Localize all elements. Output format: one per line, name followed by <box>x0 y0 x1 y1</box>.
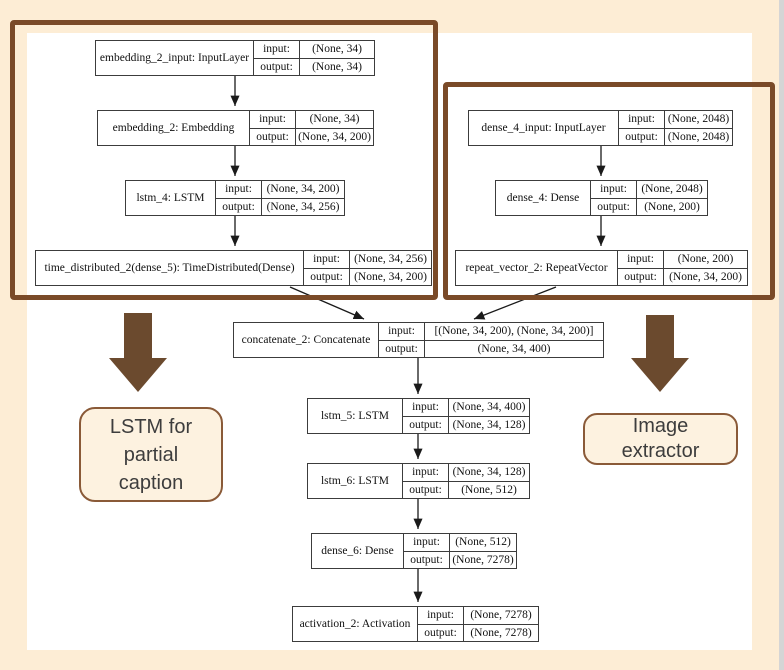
output-label: output: <box>403 416 449 433</box>
node-embedding-2: embedding_2: Embedding input: (None, 34) … <box>97 110 374 146</box>
output-shape: (None, 7278) <box>452 553 514 566</box>
shape-table: input: (None, 512) output:(None, 7278) <box>404 534 516 568</box>
input-shape: (None, 34, 400) <box>452 401 526 414</box>
layer-name: dense_4_input: InputLayer <box>469 111 619 145</box>
output-shape: (None, 34, 200) <box>669 270 742 283</box>
node-concatenate-2: concatenate_2: Concatenate input: [(None,… <box>233 322 604 358</box>
shape-table: input:(None, 34, 128) output: (None, 512) <box>403 464 529 498</box>
node-dense-6: dense_6: Dense input: (None, 512) output:… <box>311 533 517 569</box>
layer-name: embedding_2: Embedding <box>98 111 250 145</box>
output-shape: (None, 34, 256) <box>266 200 340 213</box>
shape-table: input:(None, 2048) output:(None, 2048) <box>619 111 732 145</box>
arrow-shaft <box>124 313 152 358</box>
output-label: output: <box>591 198 637 215</box>
shape-table: input: (None, 2048) output: (None, 200) <box>591 181 707 215</box>
arrow-head <box>631 358 689 392</box>
shape-table: input: (None, 200) output: (None, 34, 200) <box>618 251 747 285</box>
input-label: input: <box>216 181 262 198</box>
output-shape: (None, 34, 200) <box>298 130 371 143</box>
output-label: output: <box>254 58 300 75</box>
shape-table: input: (None, 34) output: (None, 34) <box>254 41 374 75</box>
highlight-box-lstm-branch <box>10 20 438 300</box>
big-down-arrow-right <box>631 315 689 392</box>
input-shape: (None, 34) <box>309 113 360 126</box>
output-shape: (None, 200) <box>644 200 700 213</box>
output-label: output: <box>404 551 450 568</box>
shape-table: input: (None, 34) output:(None, 34, 200) <box>250 111 373 145</box>
layer-name: time_distributed_2(dense_5): TimeDistrib… <box>36 251 304 285</box>
shape-table: input: [(None, 34, 200), (None, 34, 200)]… <box>379 323 603 357</box>
input-shape: [(None, 34, 200), (None, 34, 200)] <box>434 325 594 338</box>
output-shape: (None, 2048) <box>667 130 730 143</box>
input-label: input: <box>250 111 296 128</box>
input-label: input: <box>591 181 637 198</box>
output-label: output: <box>418 624 464 641</box>
output-label: output: <box>619 128 665 145</box>
node-lstm-6: lstm_6: LSTM input:(None, 34, 128) outpu… <box>307 463 530 499</box>
input-label: input: <box>619 111 665 128</box>
node-dense-4: dense_4: Dense input: (None, 2048) output… <box>495 180 708 216</box>
node-repeat-vector-2: repeat_vector_2: RepeatVector input: (Non… <box>455 250 748 286</box>
layer-name: lstm_5: LSTM <box>308 399 403 433</box>
shape-table: input: (None, 7278) output: (None, 7278) <box>418 607 538 641</box>
node-embedding-2-input: embedding_2_input: InputLayer input: (Non… <box>95 40 375 76</box>
output-shape: (None, 34) <box>312 60 362 73</box>
node-activation-2: activation_2: Activation input: (None, 72… <box>292 606 539 642</box>
input-shape: (None, 512) <box>455 536 511 549</box>
input-label: input: <box>379 323 425 340</box>
highlight-box-image-branch <box>443 82 775 300</box>
output-shape: (None, 7278) <box>470 626 532 639</box>
layer-name: lstm_4: LSTM <box>126 181 216 215</box>
layer-name: concatenate_2: Concatenate <box>234 323 379 357</box>
output-label: output: <box>216 198 262 215</box>
arrow-shaft <box>646 315 674 358</box>
shape-table: input:(None, 34, 400) output:(None, 34, … <box>403 399 529 433</box>
node-lstm-4: lstm_4: LSTM input: (None, 34, 200) outpu… <box>125 180 345 216</box>
input-label: input: <box>304 251 350 268</box>
layer-name: dense_4: Dense <box>496 181 591 215</box>
input-shape: (None, 34, 256) <box>354 253 427 266</box>
output-label: output: <box>379 340 425 357</box>
output-shape: (None, 34, 400) <box>477 342 551 355</box>
output-shape: (None, 512) <box>461 483 517 496</box>
output-label: output: <box>618 268 664 285</box>
input-shape: (None, 34, 128) <box>452 466 526 479</box>
layer-name: dense_6: Dense <box>312 534 404 568</box>
layer-name: lstm_6: LSTM <box>308 464 403 498</box>
right-edge-strip <box>779 0 784 670</box>
big-down-arrow-left <box>109 313 167 392</box>
annotation-image-extractor: Image extractor <box>583 413 738 465</box>
annotation-lstm-partial-caption: LSTM for partial caption <box>79 407 223 502</box>
input-shape: (None, 34, 200) <box>266 183 340 196</box>
output-shape: (None, 34, 200) <box>354 270 427 283</box>
arrow-head <box>109 358 167 392</box>
node-time-distributed-2: time_distributed_2(dense_5): TimeDistrib… <box>35 250 432 286</box>
output-label: output: <box>250 128 296 145</box>
input-shape: (None, 2048) <box>667 113 730 126</box>
node-dense-4-input: dense_4_input: InputLayer input:(None, 2… <box>468 110 733 146</box>
input-label: input: <box>254 41 300 58</box>
output-label: output: <box>304 268 350 285</box>
output-label: output: <box>403 481 449 498</box>
input-shape: (None, 2048) <box>641 183 703 196</box>
layer-name: activation_2: Activation <box>293 607 418 641</box>
input-shape: (None, 34) <box>312 43 362 56</box>
output-shape: (None, 34, 128) <box>452 418 526 431</box>
shape-table: input: (None, 34, 256) output: (None, 34, … <box>304 251 431 285</box>
input-label: input: <box>618 251 664 268</box>
input-shape: (None, 7278) <box>470 609 532 622</box>
input-label: input: <box>403 399 449 416</box>
input-label: input: <box>403 464 449 481</box>
shape-table: input: (None, 34, 200) output: (None, 34, … <box>216 181 344 215</box>
layer-name: embedding_2_input: InputLayer <box>96 41 254 75</box>
input-label: input: <box>404 534 450 551</box>
input-label: input: <box>418 607 464 624</box>
input-shape: (None, 200) <box>677 253 734 266</box>
node-lstm-5: lstm_5: LSTM input:(None, 34, 400) outpu… <box>307 398 530 434</box>
layer-name: repeat_vector_2: RepeatVector <box>456 251 618 285</box>
